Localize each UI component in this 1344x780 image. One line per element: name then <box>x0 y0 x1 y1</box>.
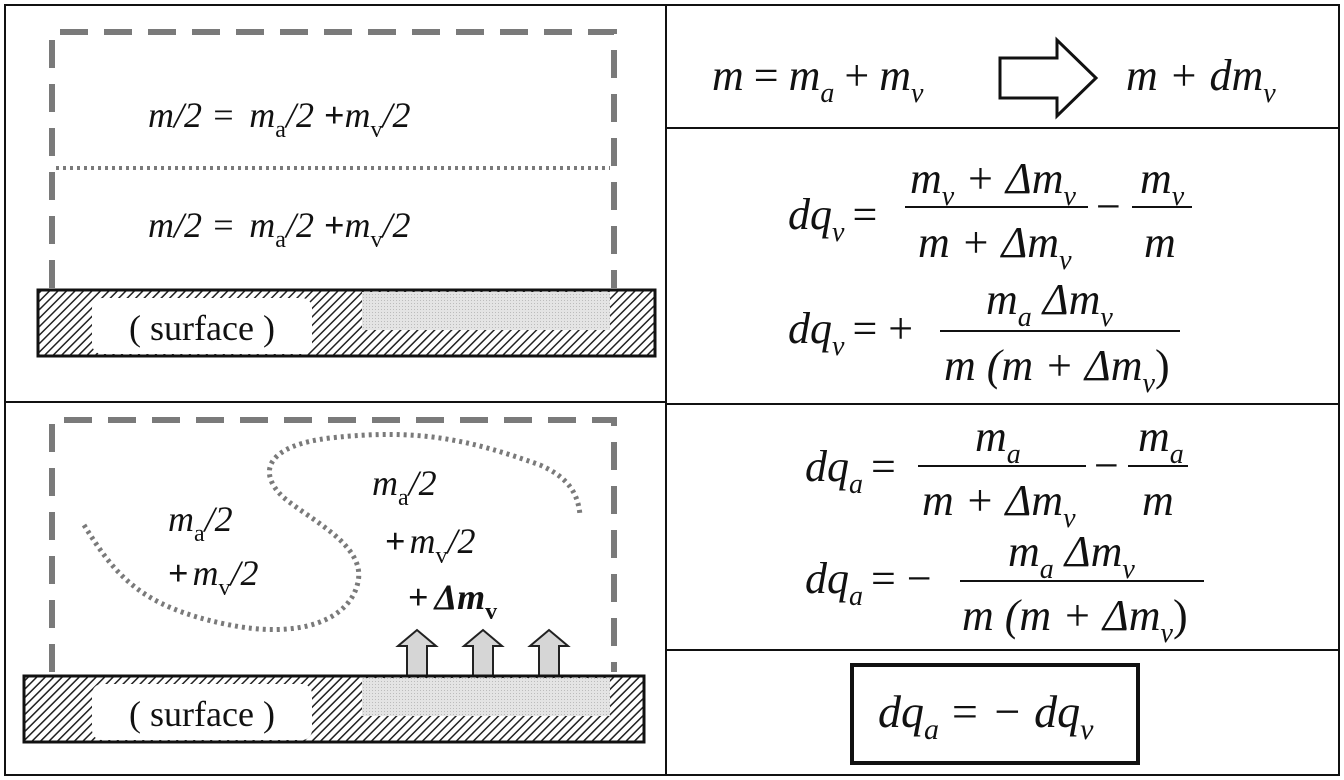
dqa-den-1: m + Δmv <box>922 476 1076 534</box>
evaporation-arrow-2 <box>461 628 505 677</box>
bottom-surface: ( surface ) <box>22 674 646 744</box>
dqa-num-2: ma <box>1138 412 1184 470</box>
dqa-minus: − <box>1094 441 1119 490</box>
dqa-lhs-1: dqa= <box>805 442 896 500</box>
top-air-column: m/2 =ma/2+mv/2 m/2 =ma/2+mv/2 <box>49 29 617 288</box>
dqa-derivation: dqa= ma m + Δmv − ma m dqa= − ma Δmv m (… <box>805 412 1204 649</box>
result-equation: dqa= − dqv <box>878 686 1094 746</box>
top-dashed-box <box>49 29 617 288</box>
left-region-line1: ma/2 <box>168 499 233 547</box>
dqa-num-3: ma Δmv <box>1008 527 1135 585</box>
dqv-minus: − <box>1096 182 1121 231</box>
right-region-line1: ma/2 <box>372 463 437 511</box>
dqv-den-2: m <box>1144 218 1176 267</box>
mixing-boundary-curve <box>81 432 583 633</box>
dqv-num-3: ma Δmv <box>986 275 1113 333</box>
dqa-num-1: ma <box>975 412 1021 470</box>
mass-sum-equation: m=ma+mv <box>712 51 924 109</box>
result-row: dqa= − dqv <box>850 663 1140 765</box>
dqa-den-3: m (m + Δmv) <box>962 591 1188 649</box>
evaporation-arrows <box>395 628 571 677</box>
dqa-lhs-2: dqa= − <box>805 554 932 612</box>
top-lower-equation: m/2 =ma/2+mv/2 <box>148 205 411 253</box>
bottom-dashed-box <box>49 417 617 672</box>
top-surface: ( surface ) <box>36 288 657 358</box>
top-surface-label: ( surface ) <box>129 308 275 348</box>
dqv-lhs-1: dqv= <box>788 190 877 248</box>
dqv-num-1: mv + Δmv <box>910 154 1077 212</box>
top-moist-patch <box>362 292 610 330</box>
mass-result-equation: m + dmv <box>1126 51 1276 109</box>
table-grid <box>4 4 1340 776</box>
dqv-lhs-2: dqv= + <box>788 304 913 362</box>
dqv-derivation: dqv= mv + Δmv m + Δmv − mv m dqv= + ma Δ… <box>788 154 1192 399</box>
bottom-air-column: ma/2 +mv/2 ma/2 +mv/2 +Δmv <box>49 417 617 672</box>
right-region-line2: +mv/2 <box>385 521 476 569</box>
dqv-den-1: m + Δmv <box>918 218 1072 276</box>
right-region-line3: +Δmv <box>408 577 497 625</box>
dqa-den-2: m <box>1142 476 1174 525</box>
left-region-line2: +mv/2 <box>168 553 259 601</box>
bottom-moist-patch <box>362 678 610 716</box>
implies-arrow-icon <box>998 36 1099 120</box>
dqv-num-2: mv <box>1140 154 1185 212</box>
top-upper-equation: m/2 =ma/2+mv/2 <box>148 95 411 143</box>
bottom-surface-label: ( surface ) <box>129 694 275 734</box>
evaporation-arrow-1 <box>395 628 439 677</box>
result-box <box>850 663 1140 765</box>
dqv-den-3: m (m + Δmv) <box>944 341 1170 399</box>
evaporation-arrow-3 <box>527 628 571 677</box>
mass-balance-row: m=ma+mv m + dmv <box>712 36 1276 120</box>
